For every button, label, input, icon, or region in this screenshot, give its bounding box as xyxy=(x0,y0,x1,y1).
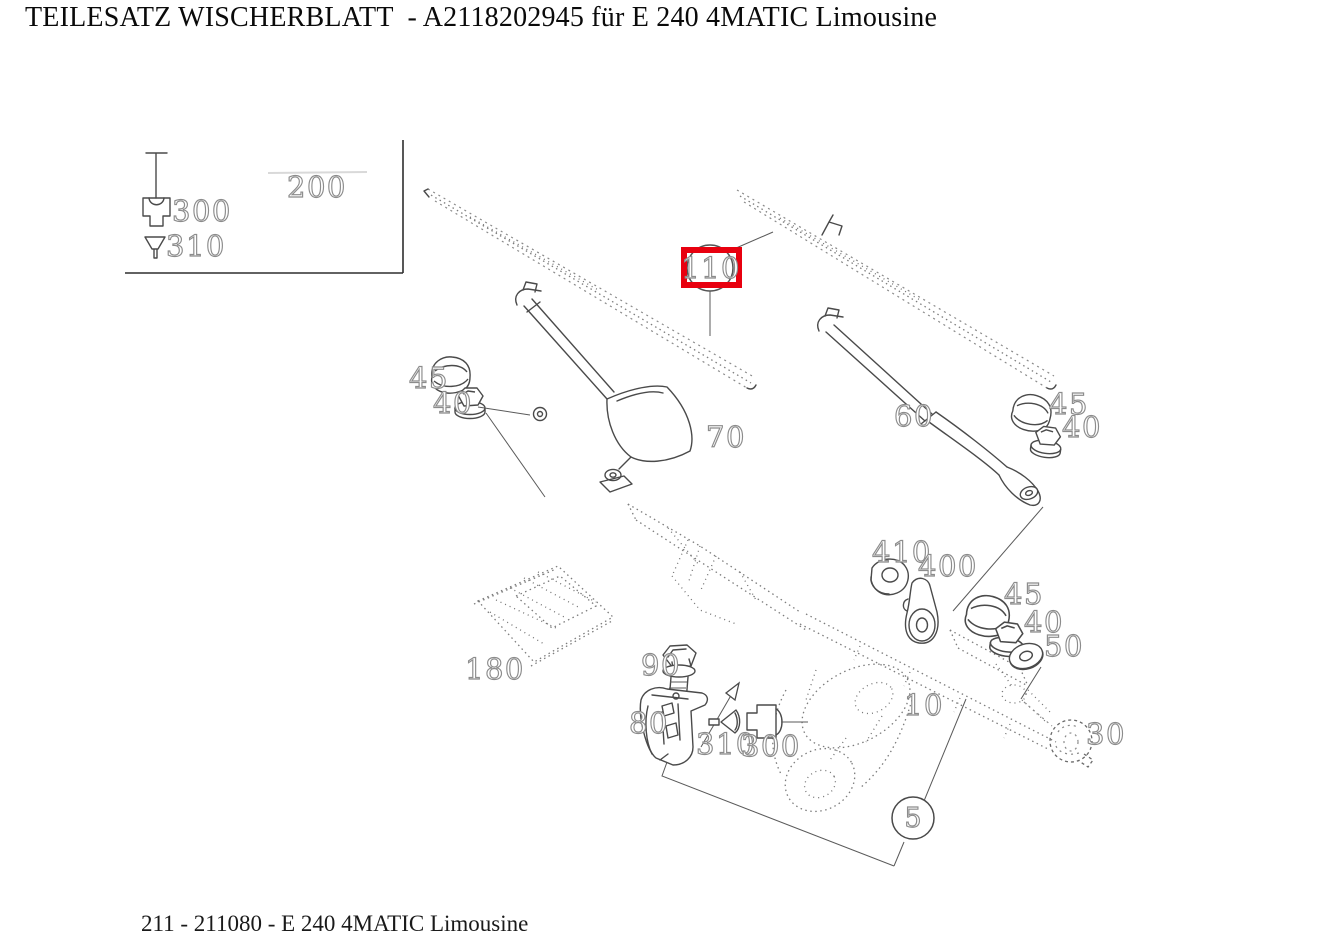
right-wiper-arm-drawing xyxy=(817,307,1044,612)
washer-50 xyxy=(1008,642,1044,671)
callout-30[interactable]: 30 xyxy=(1085,716,1126,751)
highlight-box-110[interactable] xyxy=(681,247,742,288)
callout-310-part[interactable]: 310 xyxy=(695,726,756,761)
blade-hook-detail xyxy=(821,214,843,236)
callout-410[interactable]: 410 xyxy=(871,534,932,569)
left-wiper-blade-drawing xyxy=(423,188,757,390)
hose-connector-icon xyxy=(142,152,171,227)
callout-40-left[interactable]: 40 xyxy=(432,385,473,420)
linkage-frame-drawing xyxy=(599,475,1057,751)
leader-line xyxy=(952,506,1044,612)
callout-110[interactable]: 110 xyxy=(680,250,741,285)
leader-line xyxy=(1020,666,1042,700)
callout-110-group[interactable] xyxy=(681,231,774,336)
callout-40-right[interactable]: 40 xyxy=(1061,409,1102,444)
bracket-80 xyxy=(639,686,709,766)
callout-circle-5[interactable] xyxy=(891,796,935,840)
leader-line-dotted xyxy=(1023,701,1053,727)
callout-400[interactable]: 400 xyxy=(917,548,978,583)
callout-300-legend[interactable]: 300 xyxy=(171,193,232,228)
footer-model-line: 211 - 211080 - E 240 4MATIC Limousine xyxy=(141,911,529,936)
page-title: TEILESATZ WISCHERBLATT - A2118202945 für… xyxy=(25,2,938,33)
nozzle-310-part xyxy=(708,709,741,734)
callout-40-linkage[interactable]: 40 xyxy=(1023,604,1064,639)
callout-60[interactable]: 60 xyxy=(893,398,934,433)
arm-pivot-detail xyxy=(532,406,548,422)
callout-50[interactable]: 50 xyxy=(1043,628,1084,663)
motor-cover-drawing xyxy=(473,565,615,667)
callout-labels: 200 300 310 110 45 40 70 60 45 40 410 40… xyxy=(165,169,1126,834)
bracket-400 xyxy=(902,577,939,644)
callout-300-part[interactable]: 300 xyxy=(740,728,801,763)
callout-45-right[interactable]: 45 xyxy=(1048,386,1089,421)
leader-line xyxy=(477,406,546,498)
callout-5[interactable]: 5 xyxy=(904,802,922,834)
callout-70[interactable]: 70 xyxy=(705,419,746,454)
callout-90[interactable]: 90 xyxy=(640,647,681,682)
callout-200[interactable]: 200 xyxy=(286,169,347,204)
callout-180[interactable]: 180 xyxy=(464,651,525,686)
connector-300-part xyxy=(746,704,808,739)
wiper-faint-line xyxy=(267,171,368,174)
right-wiper-blade-drawing xyxy=(736,189,1057,390)
grommet-410 xyxy=(870,558,909,596)
legend-box xyxy=(125,140,404,274)
callout-80[interactable]: 80 xyxy=(628,705,669,740)
cap-30 xyxy=(1049,719,1094,768)
callout-10[interactable]: 10 xyxy=(903,687,944,722)
left-wiper-arm-drawing xyxy=(515,281,693,482)
callout-45-left[interactable]: 45 xyxy=(408,360,449,395)
assembly-region-5 xyxy=(661,698,967,867)
callout-310-legend[interactable]: 310 xyxy=(165,228,226,263)
nozzle-icon xyxy=(144,236,166,259)
callout-45-linkage[interactable]: 45 xyxy=(1003,576,1044,611)
